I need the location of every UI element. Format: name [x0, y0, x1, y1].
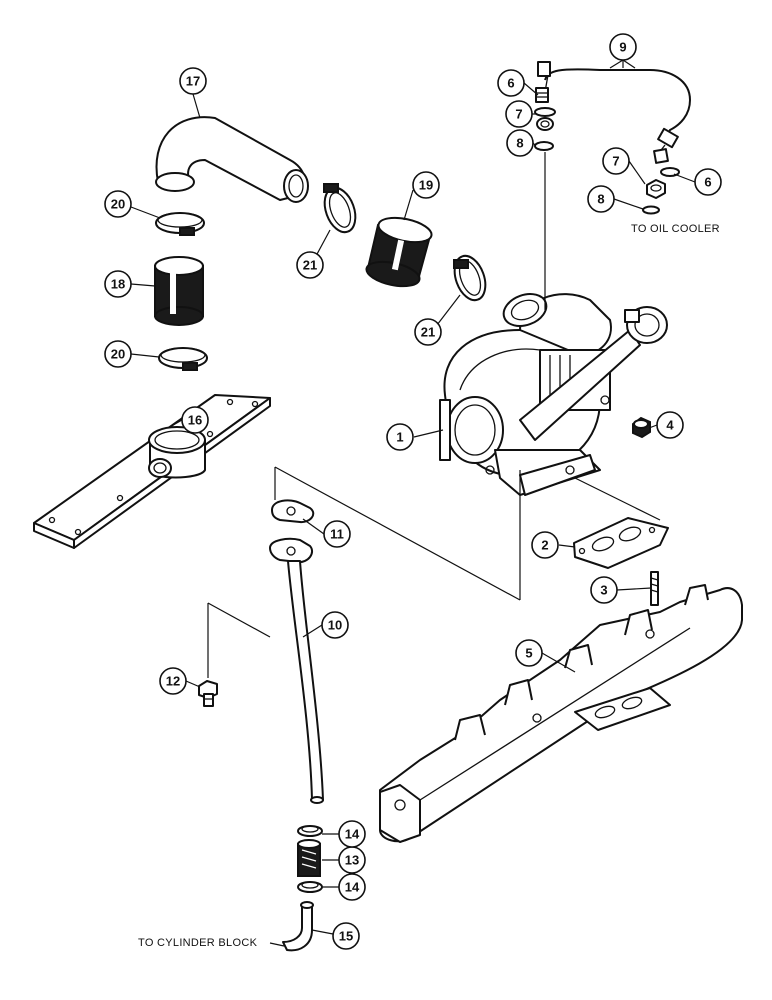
- svg-text:3: 3: [600, 583, 607, 598]
- svg-text:21: 21: [421, 325, 435, 340]
- svg-text:15: 15: [339, 929, 353, 944]
- callout-3: 3: [590, 576, 618, 604]
- part-3-stud: [650, 571, 659, 606]
- svg-text:11: 11: [330, 527, 344, 542]
- assembly-lines: [207, 152, 661, 678]
- callout-7-upper: 7: [505, 100, 533, 128]
- part-12-bolt: [198, 680, 218, 707]
- svg-text:21: 21: [303, 258, 317, 273]
- callout-11: 11: [323, 520, 351, 548]
- callout-21-upper: 21: [296, 251, 324, 279]
- svg-text:14: 14: [345, 827, 360, 842]
- part-6-fitting-upper: [535, 87, 549, 103]
- callout-8-right: 8: [587, 185, 615, 213]
- part-14-clamp-upper: [297, 825, 323, 837]
- svg-text:9: 9: [619, 40, 626, 55]
- svg-text:12: 12: [166, 674, 180, 689]
- svg-text:16: 16: [188, 413, 202, 428]
- svg-text:7: 7: [515, 107, 522, 122]
- note-to-cylinder-block: TO CYLINDER BLOCK: [138, 937, 258, 949]
- part-20-hose-clamp-upper: [155, 212, 205, 236]
- svg-text:17: 17: [186, 74, 200, 89]
- note-to-oil-cooler: TO OIL COOLER: [631, 223, 720, 235]
- callout-12: 12: [159, 667, 187, 695]
- part-13-hose: [297, 839, 321, 877]
- part-20-hose-clamp-lower: [158, 347, 208, 371]
- part-7-washer-right: [646, 179, 666, 199]
- callout-5: 5: [515, 639, 543, 667]
- callout-10: 10: [321, 611, 349, 639]
- part-8-o-ring-right: [642, 205, 660, 215]
- callout-14-lower: 14: [338, 873, 366, 901]
- svg-text:7: 7: [612, 154, 619, 169]
- svg-text:19: 19: [419, 178, 433, 193]
- part-19-intake-hose: [365, 216, 433, 288]
- svg-text:14: 14: [345, 880, 360, 895]
- part-2-gasket: [573, 517, 669, 569]
- svg-text:2: 2: [541, 538, 548, 553]
- callout-20-upper: 20: [104, 190, 132, 218]
- part-21-hose-clamp-upper: [323, 183, 357, 234]
- callout-2: 2: [531, 531, 559, 559]
- svg-text:20: 20: [111, 197, 125, 212]
- part-18-straight-hose: [154, 256, 204, 326]
- callout-18: 18: [104, 270, 132, 298]
- svg-text:4: 4: [666, 418, 674, 433]
- callout-20-lower: 20: [104, 340, 132, 368]
- svg-text:6: 6: [704, 175, 711, 190]
- svg-text:10: 10: [328, 618, 342, 633]
- svg-text:6: 6: [507, 76, 514, 91]
- callout-15: 15: [332, 922, 360, 950]
- svg-text:8: 8: [516, 136, 523, 151]
- callout-6-right: 6: [694, 168, 722, 196]
- part-1-turbocharger: [439, 293, 668, 496]
- part-4-nut: [632, 416, 651, 439]
- part-17-elbow-hose: [155, 116, 309, 203]
- svg-text:20: 20: [111, 347, 125, 362]
- svg-text:5: 5: [525, 646, 532, 661]
- part-15-tube: [282, 901, 314, 952]
- part-8-o-ring-upper: [534, 141, 554, 151]
- callout-16: 16: [181, 406, 209, 434]
- part-11-gasket: [271, 499, 315, 524]
- part-7-washer-upper: [534, 107, 556, 131]
- part-16-intake-cover-plate: [33, 394, 271, 549]
- callout-1: 1: [386, 423, 414, 451]
- callout-9: 9: [609, 33, 637, 61]
- part-6-fitting-right: [653, 148, 680, 177]
- part-5-exhaust-manifold: [379, 584, 743, 843]
- part-9-oil-feed-tube: [537, 61, 691, 159]
- callout-17: 17: [179, 67, 207, 95]
- part-14-clamp-lower: [297, 881, 323, 893]
- svg-text:8: 8: [597, 192, 604, 207]
- callout-4: 4: [656, 411, 684, 439]
- callout-7-right: 7: [602, 147, 630, 175]
- callout-13: 13: [338, 846, 366, 874]
- part-10-oil-drain-tube: [269, 537, 324, 804]
- svg-text:13: 13: [345, 853, 359, 868]
- part-21-hose-clamp-lower: [453, 254, 487, 302]
- callout-8-upper: 8: [506, 129, 534, 157]
- callout-leaders: [130, 59, 696, 935]
- callout-6-upper: 6: [497, 69, 525, 97]
- svg-text:1: 1: [396, 430, 403, 445]
- callout-14-upper: 14: [338, 820, 366, 848]
- callout-21-lower: 21: [414, 318, 442, 346]
- svg-text:18: 18: [111, 277, 125, 292]
- callout-19: 19: [412, 171, 440, 199]
